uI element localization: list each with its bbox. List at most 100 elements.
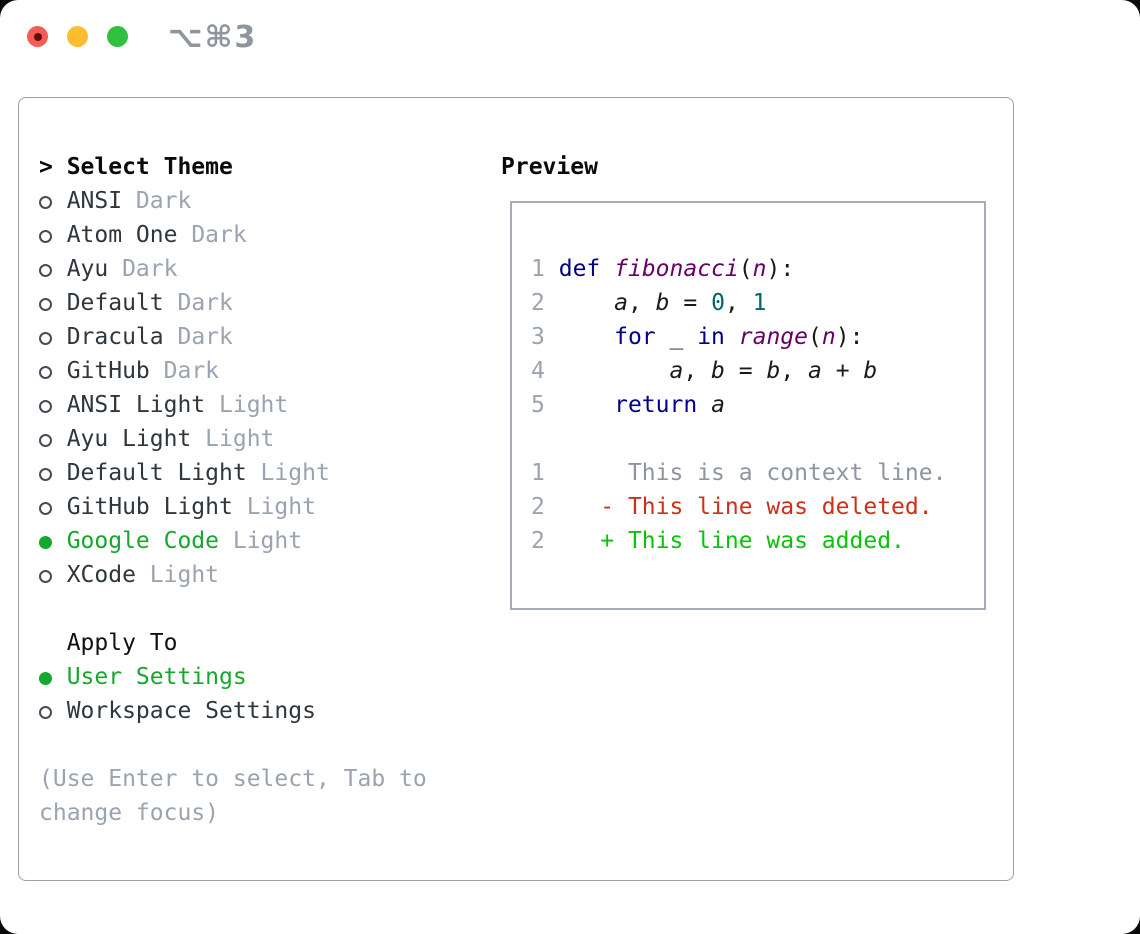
option-variant-label: Light [205,392,289,418]
theme-option-ansi-light[interactable]: ANSI Light Light [39,388,427,422]
window-title: ⌥⌘3 [168,20,258,55]
radio-icon [39,332,52,345]
preview-pane: 1 def fibonacci(n): 2 a, b = 0, 1 3 for _ … [510,201,986,610]
theme-option-github[interactable]: GitHub Dark [39,354,427,388]
option-label: GitHub [66,358,150,384]
option-label: Dracula [66,324,164,350]
option-variant-label: Light [135,562,220,588]
radio-icon [39,230,52,243]
option-label: Google Code [66,528,220,554]
radio-icon [39,434,52,447]
zoom-button[interactable] [107,26,128,47]
option-variant-label: Light [246,460,330,486]
radio-cell [39,558,67,592]
theme-option-default[interactable]: Default Dark [39,286,427,320]
option-label: Ayu Light [66,426,192,452]
theme-option-xcode[interactable]: XCode Light [39,558,427,592]
radio-icon [39,366,52,379]
radio-icon [39,400,52,413]
select-theme-title: Select Theme [66,154,233,180]
apply-option-user-settings[interactable]: User Settings [39,660,427,694]
option-label: Atom One [66,222,178,248]
theme-option-ayu[interactable]: Ayu Dark [39,252,427,286]
option-label: ANSI Light [66,392,206,418]
radio-cell [39,388,67,422]
option-variant-label: Light [191,426,275,452]
option-variant-label: Dark [163,290,233,316]
radio-cell [39,218,67,252]
preview-code-line: 1 def fibonacci(n): [531,256,795,282]
apply-option-workspace-settings[interactable]: Workspace Settings [39,694,427,728]
preview-code-line: 4 a, b = b, a + b [531,358,878,384]
option-variant-label: Dark [177,222,247,248]
option-variant-label: Dark [163,324,233,350]
radio-cell [39,252,67,286]
radio-icon [39,298,52,311]
traffic-lights [27,26,128,47]
radio-icon [39,264,52,277]
theme-option-github-light[interactable]: GitHub Light Light [39,490,427,524]
option-variant-label: Dark [108,256,178,282]
option-label: Workspace Settings [66,698,316,724]
radio-cell [39,184,67,218]
theme-option-default-light[interactable]: Default Light Light [39,456,427,490]
theme-option-ansi[interactable]: ANSI Dark [39,184,427,218]
keyboard-hint-line-1: (Use Enter to select, Tab to [39,766,427,792]
theme-option-dracula[interactable]: Dracula Dark [39,320,427,354]
theme-option-atom-one[interactable]: Atom One Dark [39,218,427,252]
preview-code-line: 5 return a [531,392,725,418]
preview-code-line: 2 + This line was added. [531,528,905,554]
radio-icon [39,706,52,719]
radio-cell [39,354,67,388]
titlebar: ⌥⌘3 [0,0,1140,74]
radio-cell [39,660,67,694]
indent [39,626,67,660]
preview-code-line: 1 This is a context line. [531,460,947,486]
radio-cell [39,456,67,490]
apply-to-header: Apply To [39,626,427,660]
radio-selected-icon [39,536,52,549]
option-variant-label: Dark [122,188,192,214]
radio-selected-icon [39,672,52,685]
radio-cell [39,286,67,320]
radio-icon [39,196,52,209]
apply-to-title: Apply To [66,630,178,656]
preview-title: Preview [501,154,598,180]
focus-prompt-icon: > [39,154,53,180]
option-label: Ayu [66,256,109,282]
radio-cell [39,422,67,456]
radio-cell [39,490,67,524]
preview-code-line [531,422,984,456]
radio-icon [39,502,52,515]
option-variant-label: Light [219,528,303,554]
preview-code-line: 2 a, b = 0, 1 [531,290,767,316]
radio-icon [39,468,52,481]
option-label: User Settings [66,664,247,690]
radio-icon [39,570,52,583]
theme-option-google-code[interactable]: Google Code Light [39,524,427,558]
option-label: Default Light [66,460,247,486]
minimize-button[interactable] [67,26,88,47]
spacer [39,728,427,762]
preview-code: 1 def fibonacci(n): 2 a, b = 0, 1 3 for _ … [531,252,984,558]
radio-cell [39,524,67,558]
close-button[interactable] [27,26,48,47]
radio-cell [39,694,67,728]
option-variant-label: Light [232,494,316,520]
select-theme-header: > Select Theme [39,150,427,184]
option-label: Default [66,290,164,316]
option-label: ANSI [66,188,123,214]
option-variant-label: Dark [149,358,220,384]
spacer [39,592,427,626]
theme-option-ayu-light[interactable]: Ayu Light Light [39,422,427,456]
keyboard-hint-line-2: change focus) [39,800,220,826]
preview-code-line: 2 - This line was deleted. [531,494,933,520]
option-label: XCode [66,562,136,588]
preview-code-line: 3 for _ in range(n): [531,324,864,350]
radio-cell [39,320,67,354]
